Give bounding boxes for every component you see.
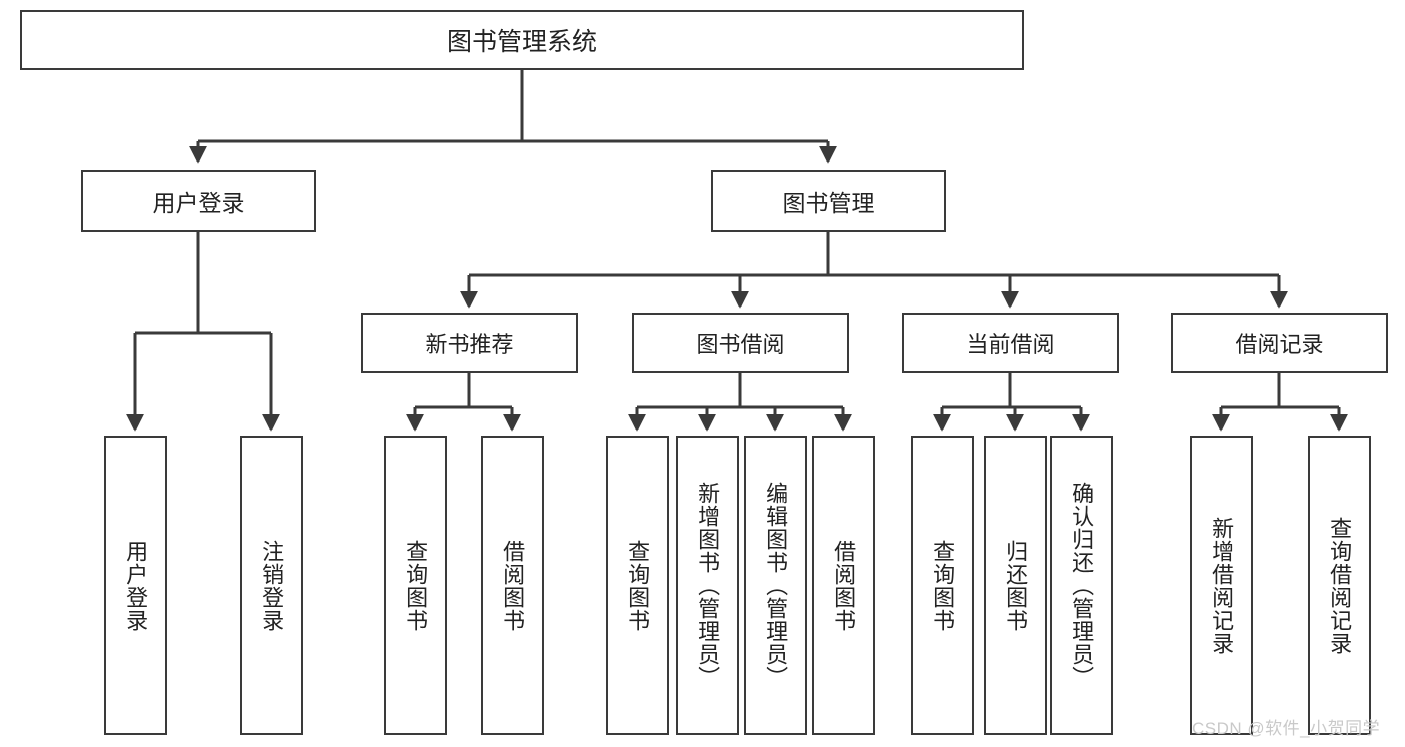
node-label: 借阅图书 (500, 539, 526, 632)
node-leaf-return-book[interactable]: 归还图书 (984, 436, 1047, 735)
node-label: 图书管理系统 (446, 28, 597, 56)
node-leaf-edit-book[interactable]: 编辑图书（管理员） (744, 436, 807, 735)
node-label: 归还图书 (1003, 539, 1029, 632)
node-label: 编辑图书（管理员） (763, 482, 789, 689)
node-label: 新增借阅记录 (1209, 516, 1235, 655)
node-leaf-user-login[interactable]: 用户登录 (104, 436, 167, 735)
node-label: 确认归还（管理员） (1069, 482, 1095, 689)
node-leaf-confirm-return[interactable]: 确认归还（管理员） (1050, 436, 1113, 735)
node-label: 查询图书 (625, 539, 651, 632)
csdn-watermark: CSDN @软件_小贺同学 (1192, 719, 1381, 738)
node-label: 新书推荐 (425, 332, 514, 357)
node-leaf-borrow-book-1[interactable]: 借阅图书 (481, 436, 544, 735)
node-leaf-query-book-2[interactable]: 查询图书 (606, 436, 669, 735)
node-label: 用户登录 (152, 190, 245, 216)
node-leaf-borrow-book-2[interactable]: 借阅图书 (812, 436, 875, 735)
node-new-book-recommend[interactable]: 新书推荐 (361, 313, 578, 373)
node-label: 借阅记录 (1235, 332, 1324, 357)
node-leaf-query-record[interactable]: 查询借阅记录 (1308, 436, 1371, 735)
node-label: 查询图书 (930, 539, 956, 632)
node-label: 当前借阅 (966, 332, 1055, 357)
node-label: 查询图书 (403, 539, 429, 632)
node-label: 借阅图书 (831, 539, 857, 632)
node-user-login[interactable]: 用户登录 (81, 170, 316, 232)
node-label: 用户登录 (123, 539, 149, 632)
node-borrow-record[interactable]: 借阅记录 (1171, 313, 1388, 373)
node-label: 注销登录 (259, 539, 285, 632)
node-root-system[interactable]: 图书管理系统 (20, 10, 1024, 70)
node-book-manage[interactable]: 图书管理 (711, 170, 946, 232)
node-label: 查询借阅记录 (1327, 516, 1353, 655)
node-label: 图书借阅 (696, 332, 785, 357)
node-leaf-add-book[interactable]: 新增图书（管理员） (676, 436, 739, 735)
node-label: 图书管理 (782, 190, 875, 216)
node-current-borrow[interactable]: 当前借阅 (902, 313, 1119, 373)
node-leaf-query-book-3[interactable]: 查询图书 (911, 436, 974, 735)
node-book-borrow[interactable]: 图书借阅 (632, 313, 849, 373)
node-leaf-add-record[interactable]: 新增借阅记录 (1190, 436, 1253, 735)
node-leaf-query-book-1[interactable]: 查询图书 (384, 436, 447, 735)
node-leaf-logout[interactable]: 注销登录 (240, 436, 303, 735)
node-label: 新增图书（管理员） (695, 482, 721, 689)
